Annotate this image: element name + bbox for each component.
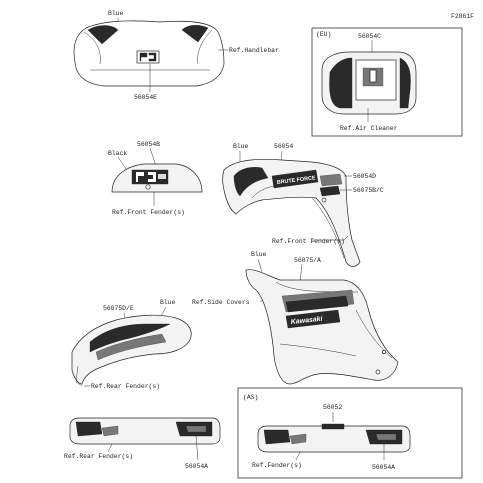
as-part-label: 56052: [323, 404, 342, 411]
kawasaki-decal: [285, 309, 341, 329]
eu-box: [311, 27, 463, 137]
eu-ref-label: Ref.Air Cleaner: [340, 125, 398, 132]
figure-code: F2861F: [451, 13, 474, 20]
as-center-decal: [321, 423, 345, 430]
front-side-part-bc-label: 56075B/C: [353, 187, 384, 194]
rear-side-dark-accent: [89, 323, 171, 353]
eu-tag: (EU): [316, 31, 331, 38]
rear-side-ref-label: Ref.Rear Fender(s): [91, 383, 160, 390]
brute-force-text: BRUTE FORCE: [277, 175, 317, 186]
side-cover-color-label: Blue: [251, 251, 267, 258]
kawasaki-text: Kawasaki: [290, 316, 324, 326]
rear-bottom-ref-label: Ref.Rear Fender(s): [64, 453, 133, 460]
side-cover-part-label: 56075/A: [294, 257, 321, 264]
handlebar-color-label: Blue: [108, 10, 124, 17]
front-side-ref-label: Ref.Front Fender(s): [272, 238, 345, 245]
front-center-part-label: 56054B: [137, 141, 160, 148]
front-center-ref-label: Ref.Front Fender(s): [112, 209, 185, 216]
eu-part-label: 56054C: [358, 33, 381, 40]
rear-side-group: 56075D/E Blue Ref.Rear Fender(s): [71, 299, 192, 390]
front-center-color-label: Black: [108, 150, 127, 157]
side-cover-ref-label: Ref.Side Covers: [192, 299, 250, 306]
handlebar-cover-group: Blue Ref.Handlebar 56054E: [73, 10, 279, 101]
handlebar-part-label: 56054E: [134, 94, 157, 101]
rear-side-part-label: 56075D/E: [103, 305, 134, 312]
as-box-group: (AS) 56052 Ref.Fender(s) 56054A: [237, 387, 463, 479]
front-side-part-d-label: 56054D: [353, 173, 376, 180]
brute-force-decal: [271, 169, 319, 189]
eu-box-group: (EU) 56054C Ref.Air Cleaner: [311, 27, 463, 137]
front-side-group: Blue 56054 BRUTE FORCE 56054D 56075B/C R…: [222, 143, 384, 267]
front-side-dark-accent: [233, 167, 269, 197]
as-ref-label: Ref.Fender(s): [252, 462, 302, 469]
front-center-group: 56054B Black Ref.Front Fender(s): [108, 141, 203, 216]
rear-bottom-part-label: 56054A: [185, 463, 208, 470]
side-cover-panel: [245, 269, 399, 385]
rear-bottom-group: Ref.Rear Fender(s) 56054A: [64, 417, 221, 470]
front-side-part-label: 56054: [274, 143, 293, 150]
side-cover-group: Blue 56075/A Ref.Side Covers Kawasaki: [192, 251, 399, 385]
handlebar-ref-label: Ref.Handlebar: [229, 47, 279, 54]
as-box: [237, 387, 463, 479]
as-part2-label: 56054A: [372, 464, 395, 471]
handlebar-dark-accent: [87, 25, 209, 45]
as-tag: (AS): [243, 394, 258, 401]
rear-side-color-label: Blue: [160, 299, 176, 306]
front-side-fender: [222, 158, 361, 267]
rear-side-fender: [71, 314, 192, 385]
front-side-color-label: Blue: [233, 143, 249, 150]
